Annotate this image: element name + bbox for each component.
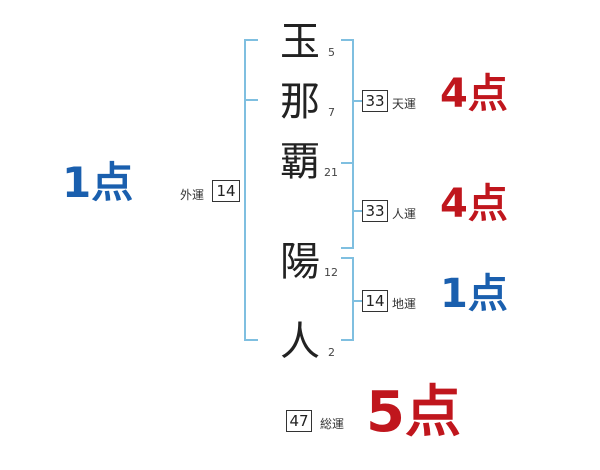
jinun-score: 4点 (440, 181, 508, 227)
name-char-2: 那 (280, 79, 320, 125)
gaiun-label: 外運 (180, 188, 205, 202)
jinun-label: 人運 (392, 207, 417, 221)
stroke-count-1: 5 (328, 46, 335, 59)
name-char-5: 人 (280, 319, 320, 365)
chiun-value-box: 14 (362, 290, 388, 312)
stroke-count-3: 21 (324, 166, 338, 179)
name-char-3: 覇 (280, 139, 320, 185)
chiun-label: 地運 (392, 297, 417, 311)
chiun-bracket (341, 257, 354, 341)
gaiun-value-box: 14 (212, 180, 240, 202)
stroke-count-4: 12 (324, 266, 338, 279)
souun-score: 5点 (366, 380, 461, 445)
jinun-bracket (341, 162, 354, 249)
name-char-4: 陽 (280, 239, 320, 285)
souun-value-box: 47 (286, 410, 312, 432)
name-char-1: 玉 (280, 19, 320, 65)
jinun-value-box: 33 (362, 200, 388, 222)
chiun-score: 1点 (440, 271, 508, 317)
tenun-label: 天運 (392, 97, 417, 111)
tenun-bracket (341, 39, 354, 164)
gaiun-bracket (244, 39, 258, 341)
tenun-score: 4点 (440, 71, 508, 117)
stroke-count-2: 7 (328, 106, 335, 119)
tenun-value-box: 33 (362, 90, 388, 112)
stroke-count-5: 2 (328, 346, 335, 359)
gaiun-score: 1点 (62, 158, 134, 207)
souun-label: 総運 (320, 417, 345, 431)
